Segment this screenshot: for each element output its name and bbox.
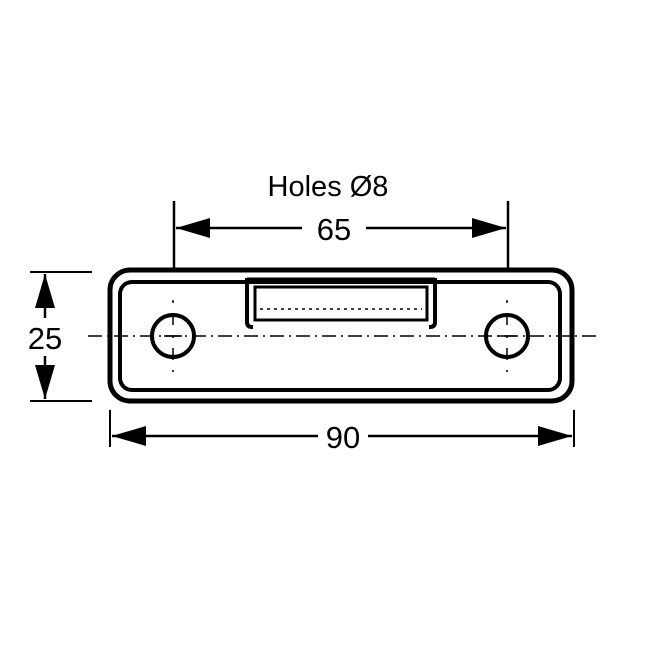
holes-label: Holes Ø8 bbox=[268, 171, 389, 203]
mounting-hole-left bbox=[150, 300, 196, 372]
dimension-65 bbox=[172, 201, 510, 270]
mounting-hole-right bbox=[484, 300, 530, 372]
dimension-90 bbox=[109, 410, 575, 447]
dimension-90-label: 90 bbox=[326, 420, 360, 455]
dimension-25 bbox=[30, 271, 92, 402]
latch-recess bbox=[245, 277, 437, 329]
dimension-65-label: 65 bbox=[317, 212, 351, 247]
plate-outer-edge bbox=[107, 267, 575, 404]
dimension-25-label: 25 bbox=[28, 321, 62, 356]
